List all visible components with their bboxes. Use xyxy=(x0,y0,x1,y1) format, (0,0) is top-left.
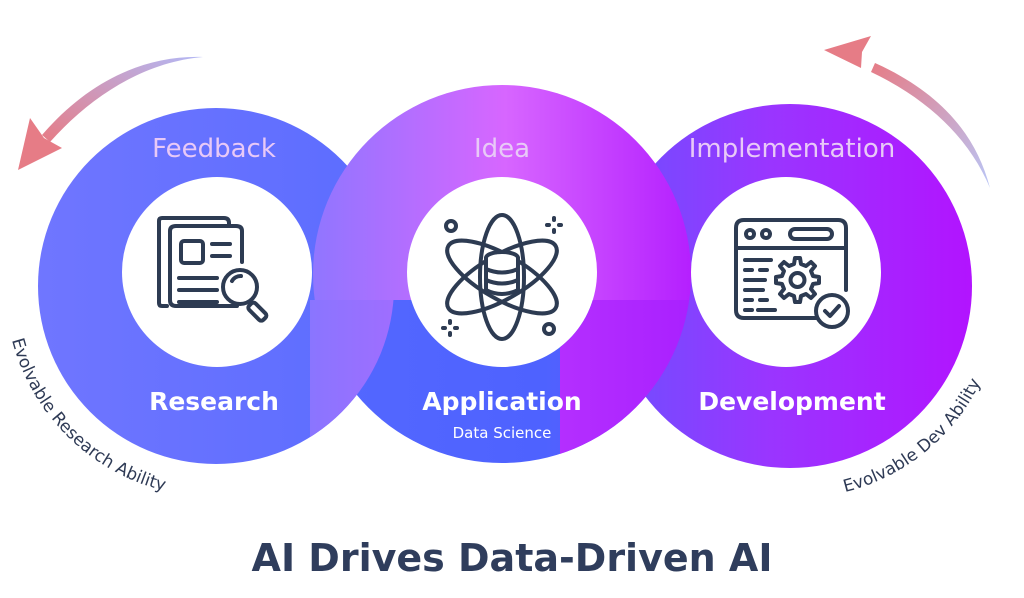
document-search-icon xyxy=(157,216,269,323)
ring-bottom-label-research: Research xyxy=(149,387,279,416)
sparkle-icon xyxy=(441,319,459,337)
ring-top-label-implementation: Implementation xyxy=(689,134,895,164)
ring-bottom-label-application: Application xyxy=(422,387,581,416)
left-cycle-arrow xyxy=(18,56,203,170)
sparkle-icon xyxy=(545,216,563,234)
diagram-title: AI Drives Data-Driven AI xyxy=(251,536,773,580)
browser-gear-check-icon xyxy=(734,218,850,329)
atom-database-icon xyxy=(441,213,563,341)
ring-sub-label-data-science: Data Science xyxy=(453,424,552,442)
right-cycle-arrow xyxy=(824,36,990,188)
development-icon-disc xyxy=(692,178,880,366)
ring-research-lower-overlap xyxy=(310,300,410,480)
research-icon-disc xyxy=(123,178,311,366)
ring-top-label-feedback: Feedback xyxy=(152,134,276,164)
ring-bottom-label-development: Development xyxy=(698,387,885,416)
ring-top-label-idea: Idea xyxy=(474,134,530,164)
